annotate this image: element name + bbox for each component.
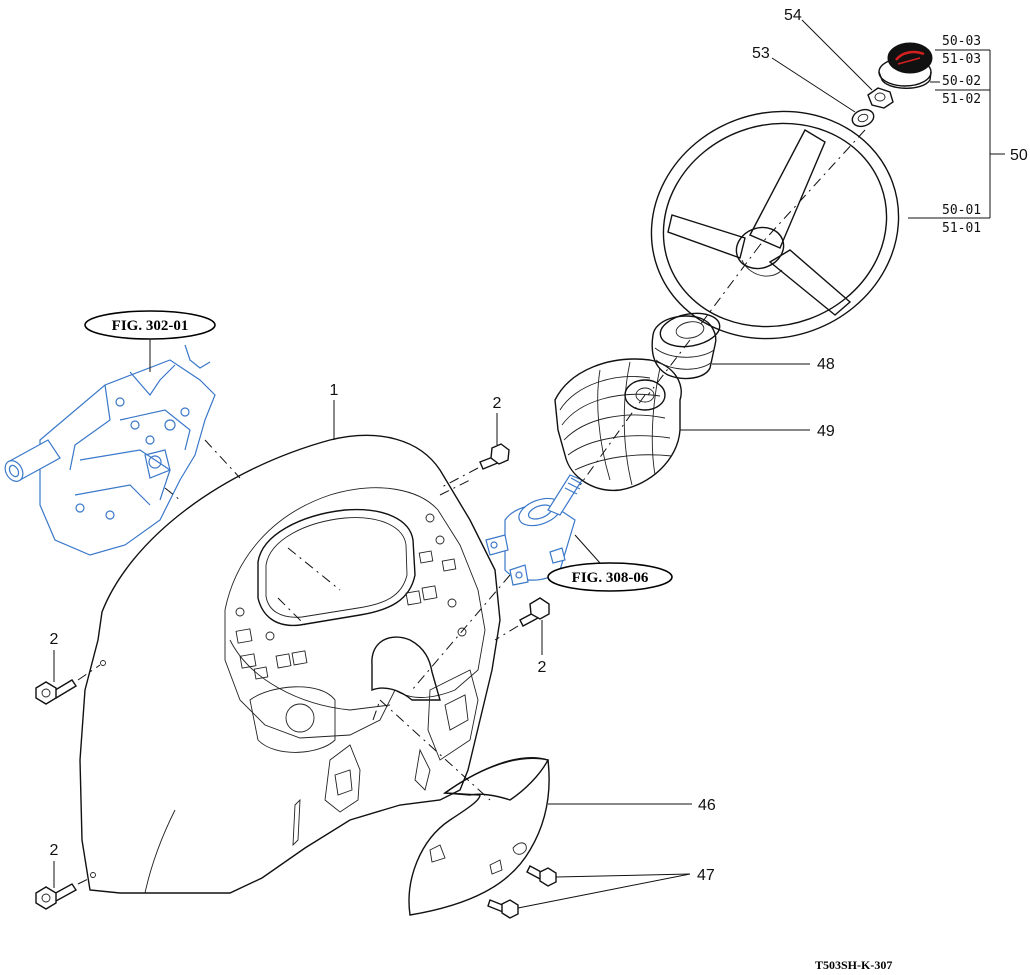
callout-50-03: 50-03 (942, 34, 981, 49)
callout-47: 47 (697, 867, 715, 884)
callout-46: 46 (698, 797, 716, 814)
drawing-code: T503SH-K-307 (815, 958, 892, 972)
screw-lower (487, 899, 519, 919)
callout-2-left-upper: 2 (50, 631, 59, 648)
washer (851, 108, 875, 128)
steering-boot (554, 358, 682, 492)
steering-column-bracket-reference (4, 344, 216, 556)
callout-53: 53 (752, 45, 770, 62)
callout-51-02: 51-02 (942, 92, 981, 107)
callout-2-right: 2 (538, 659, 547, 676)
callout-1: 1 (330, 382, 339, 399)
callout-2-top: 2 (493, 395, 502, 412)
callout-48: 48 (817, 356, 835, 373)
screw-upper (526, 865, 557, 887)
steering-wheel (650, 110, 900, 340)
column-collar (651, 312, 721, 380)
bolt-left-lower (35, 876, 93, 910)
dashboard-panel (79, 434, 501, 894)
figure-ref-308[interactable]: FIG. 308-06 (547, 562, 673, 592)
svg-text:FIG. 302-01: FIG. 302-01 (112, 318, 189, 334)
bolt-top (439, 443, 510, 489)
callout-54: 54 (784, 7, 802, 24)
bolt-left-upper (35, 664, 101, 705)
callout-2-left-lower: 2 (50, 842, 59, 859)
column-cover (408, 757, 550, 916)
figure-ref-302[interactable]: FIG. 302-01 (84, 310, 216, 340)
callout-50-01: 50-01 (942, 203, 981, 218)
svg-text:FIG. 308-06: FIG. 308-06 (572, 570, 649, 586)
callout-50: 50 (1010, 147, 1028, 164)
bolt-right (494, 597, 550, 641)
nut (867, 87, 894, 109)
callout-51-01: 51-01 (942, 221, 981, 236)
callout-49: 49 (817, 423, 835, 440)
callout-50-02: 50-02 (942, 74, 981, 89)
horn-cap (878, 42, 933, 89)
callout-51-03: 51-03 (942, 52, 981, 67)
figure-ref-308-leader (574, 534, 601, 564)
steering-valve-reference (485, 474, 583, 586)
